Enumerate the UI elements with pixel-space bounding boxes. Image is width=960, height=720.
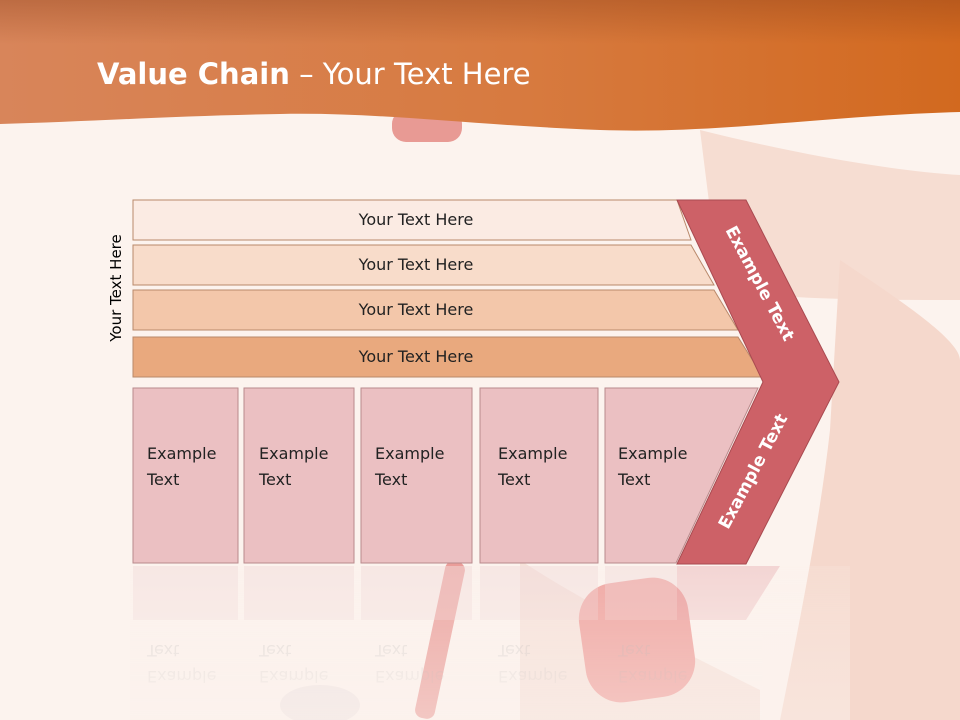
title-rest: – Your Text Here — [290, 57, 531, 91]
support-bar-1 — [132, 199, 692, 241]
title-bold: Value Chain — [97, 57, 290, 91]
primary-box-3 — [360, 387, 473, 564]
reflection: ExampleTextExampleTextExampleTextExample… — [130, 566, 850, 720]
support-bar-label-2: Your Text Here — [358, 255, 474, 274]
primary-box-label-line2-2: Text — [258, 470, 291, 489]
primary-box-label-line1-2: Example — [259, 444, 328, 463]
primary-box-5 — [604, 387, 759, 564]
primary-box-label-line2-3: Text — [374, 470, 407, 489]
primary-box-label-line1-5: Example — [618, 444, 687, 463]
support-bar-2 — [132, 244, 715, 286]
primary-box-2 — [243, 387, 355, 564]
support-bar-label-4: Your Text Here — [358, 347, 474, 366]
header-band — [0, 0, 960, 131]
primary-box-1 — [132, 387, 239, 564]
primary-box-label-line1-3: Example — [375, 444, 444, 463]
slide-title: Value Chain – Your Text Here — [97, 57, 531, 91]
primary-box-label-line1-4: Example — [498, 444, 567, 463]
primary-box-label-line1-1: Example — [147, 444, 216, 463]
primary-box-label-line2-1: Text — [146, 470, 179, 489]
primary-box-label-line2-5: Text — [617, 470, 650, 489]
primary-box-label-line2-4: Text — [497, 470, 530, 489]
support-bar-label-1: Your Text Here — [358, 210, 474, 229]
support-bar-label-3: Your Text Here — [358, 300, 474, 319]
primary-box-4 — [479, 387, 599, 564]
side-label: Your Text Here — [107, 234, 125, 342]
